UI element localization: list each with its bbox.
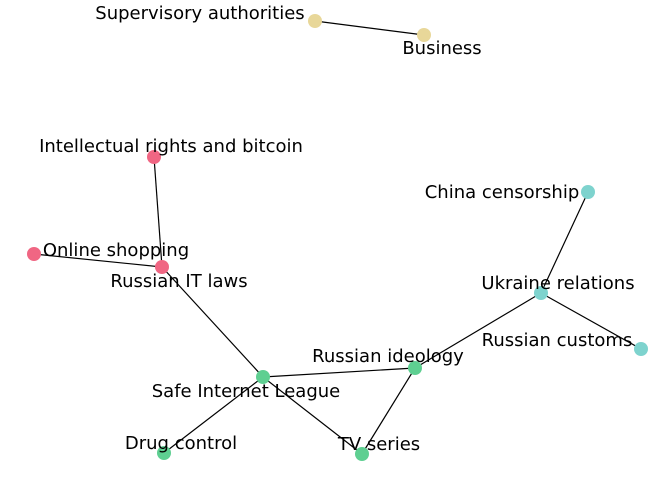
node-drug_control: [157, 446, 171, 460]
edge-china_censorship-ukraine_relations: [540, 191, 589, 294]
node-label-china_censorship: China censorship: [425, 182, 580, 203]
edge-ip_bitcoin-russian_it_laws: [153, 156, 163, 268]
node-label-safe_internet_league: Safe Internet League: [152, 381, 341, 402]
node-tv_series: [355, 447, 369, 461]
node-ukraine_relations: [534, 286, 548, 300]
label-layer: Supervisory authoritiesBusinessIntellect…: [39, 3, 635, 455]
edge-russian_ideology-safe_internet_league: [262, 367, 416, 378]
node-label-ukraine_relations: Ukraine relations: [481, 273, 634, 294]
node-russian_it_laws: [155, 260, 169, 274]
edge-russian_it_laws-safe_internet_league: [161, 266, 264, 378]
node-label-business: Business: [402, 38, 481, 59]
node-safe_internet_league: [256, 370, 270, 384]
node-label-drug_control: Drug control: [125, 433, 237, 454]
edge-ukraine_relations-russian_customs: [540, 292, 642, 350]
edge-safe_internet_league-tv_series: [262, 376, 363, 455]
node-business: [417, 28, 431, 42]
node-label-russian_it_laws: Russian IT laws: [110, 271, 247, 292]
node-online_shopping: [27, 247, 41, 261]
edge-russian_ideology-tv_series: [361, 367, 416, 455]
edge-online_shopping-russian_it_laws: [33, 253, 163, 268]
node-china_censorship: [581, 185, 595, 199]
node-russian_customs: [634, 342, 648, 356]
node-label-supervisory: Supervisory authorities: [95, 3, 304, 24]
edge-supervisory-business: [314, 20, 425, 36]
edge-ukraine_relations-russian_ideology: [414, 292, 542, 369]
node-supervisory: [308, 14, 322, 28]
node-label-russian_ideology: Russian ideology: [312, 346, 464, 367]
node-ip_bitcoin: [147, 150, 161, 164]
node-layer: [27, 14, 648, 461]
node-russian_ideology: [408, 361, 422, 375]
node-label-tv_series: TV series: [337, 434, 420, 455]
node-label-ip_bitcoin: Intellectual rights and bitcoin: [39, 136, 303, 157]
edge-safe_internet_league-drug_control: [163, 376, 264, 454]
node-label-russian_customs: Russian customs: [482, 330, 633, 351]
edge-layer: [33, 20, 642, 455]
node-label-online_shopping: Online shopping: [43, 240, 189, 261]
